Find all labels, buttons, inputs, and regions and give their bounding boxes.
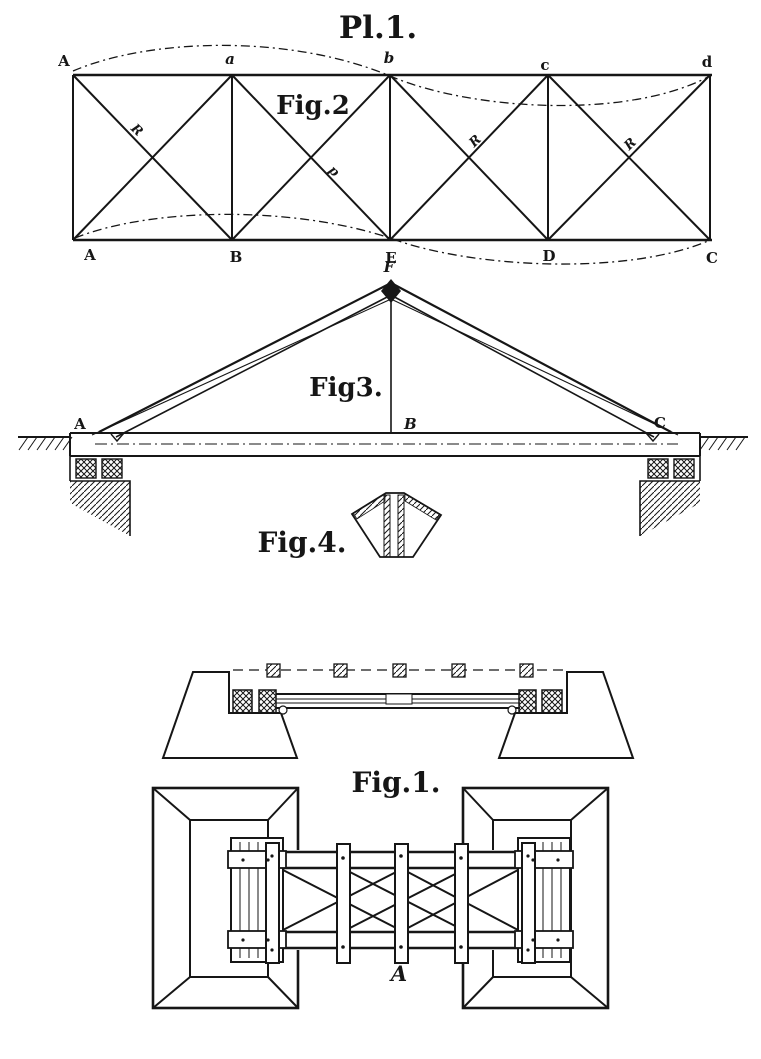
fig2-caption: Fig.2 — [276, 91, 350, 121]
fig2-chords — [73, 73, 712, 242]
fig1-deck-label: A — [389, 961, 407, 986]
fig2-top-node-c: c — [540, 56, 549, 74]
fig2-equilibrium-curve-bottom — [74, 213, 709, 265]
fig2-top-node-A: A — [57, 52, 70, 70]
fig1-bearing-blocks — [232, 689, 563, 714]
fig1-deck-band — [276, 693, 520, 715]
fig4-post-left — [383, 494, 391, 558]
fig2-member-p: p — [325, 163, 342, 180]
fig2-top-node-b: b — [384, 49, 395, 67]
fig2-bottom-node-A: A — [83, 246, 96, 264]
fig3-apex-label: F — [383, 258, 396, 276]
fig3-rafters — [91, 283, 679, 443]
fig3-apex-joint — [381, 279, 401, 303]
fig1-right-grillage — [514, 837, 574, 964]
fig3-caption: Fig3. — [309, 373, 383, 403]
fig2-top-node-d: d — [702, 53, 713, 71]
fig2-bottom-node-C: C — [706, 249, 718, 267]
fig2-truss-elevation: Fig.2 A a b c d A B E D C R p R R — [57, 44, 718, 267]
fig3-support-right-label: C — [654, 414, 666, 432]
fig2-equilibrium-curve-top — [72, 44, 709, 107]
fig1-railing-posts — [266, 663, 534, 678]
fig1-right-wing-wall — [497, 671, 635, 759]
fig2-vertical-posts — [72, 75, 711, 240]
fig1-bridge-plan: A — [151, 786, 610, 1010]
fig3-kingpost-truss: Fig3. F A B C — [18, 258, 748, 536]
plate-title: Pl.1. — [339, 10, 417, 46]
fig4-outline — [350, 492, 443, 558]
fig3-support-left-label: A — [73, 415, 86, 433]
fig1-bridge-elevation: Fig.1. — [161, 663, 635, 799]
fig4-right-shell — [404, 493, 441, 521]
fig1-transverse-beams — [336, 843, 469, 964]
fig4-post-right — [397, 494, 405, 558]
fig2-bottom-node-E: E — [385, 249, 396, 267]
fig2-bottom-node-D: D — [542, 247, 555, 265]
fig3-left-support — [18, 436, 131, 536]
fig1-caption: Fig.1. — [351, 766, 440, 799]
fig1-left-wing-wall — [161, 671, 299, 759]
fig1-left-grillage — [227, 837, 287, 964]
fig2-member-R1: R — [127, 121, 146, 140]
fig4-joint-section: Fig.4. — [257, 492, 443, 559]
fig2-diagonals — [72, 74, 711, 241]
fig3-center-label: B — [403, 415, 417, 433]
fig3-right-support — [639, 436, 748, 536]
fig2-bottom-node-B: B — [230, 248, 243, 266]
fig3-tie-beam — [69, 432, 701, 457]
fig4-caption: Fig.4. — [257, 526, 346, 559]
fig2-member-R2: R — [466, 132, 485, 151]
fig2-top-node-a: a — [225, 50, 235, 68]
